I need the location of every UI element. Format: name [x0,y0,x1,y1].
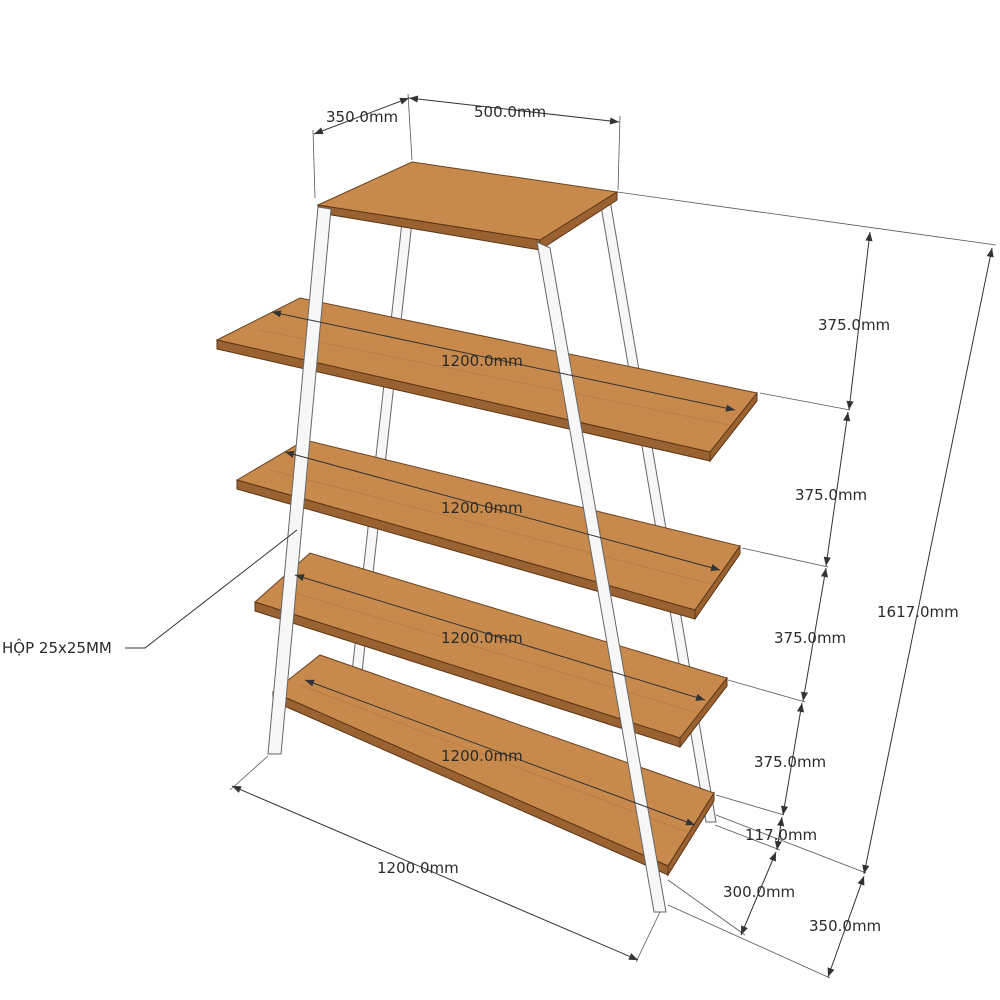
shelf-spacing-label: 375.0mm [818,316,890,334]
frame-material-leader [125,529,298,649]
shelf-depth-label: 300.0mm [723,883,795,901]
top-depth-label: 350.0mm [326,108,398,126]
top-width-label: 500.0mm [474,103,546,121]
base-width-label: 1200.0mm [377,859,459,877]
base-width-dimension [229,755,661,963]
frame-material-label: HỘP 25x25MM [2,638,112,657]
shelf-length-label: 1200.0mm [441,629,523,647]
shelf-length-label: 1200.0mm [441,499,523,517]
shelf-length-label: 1200.0mm [441,352,523,370]
top-board [316,161,619,251]
shelf-spacing-label: 375.0mm [754,753,826,771]
total-height-label: 1617.0mm [877,603,959,621]
bottom-clearance-label: 117.0mm [745,826,817,844]
shelf-length-label: 1200.0mm [441,747,523,765]
base-depth-label: 350.0mm [809,917,881,935]
height-dimensions [616,191,997,979]
top-dimensions [312,93,621,199]
shelf-length-dimensions [271,310,736,826]
shelf-spacing-label: 375.0mm [774,629,846,647]
shelf-spacing-label: 375.0mm [795,486,867,504]
